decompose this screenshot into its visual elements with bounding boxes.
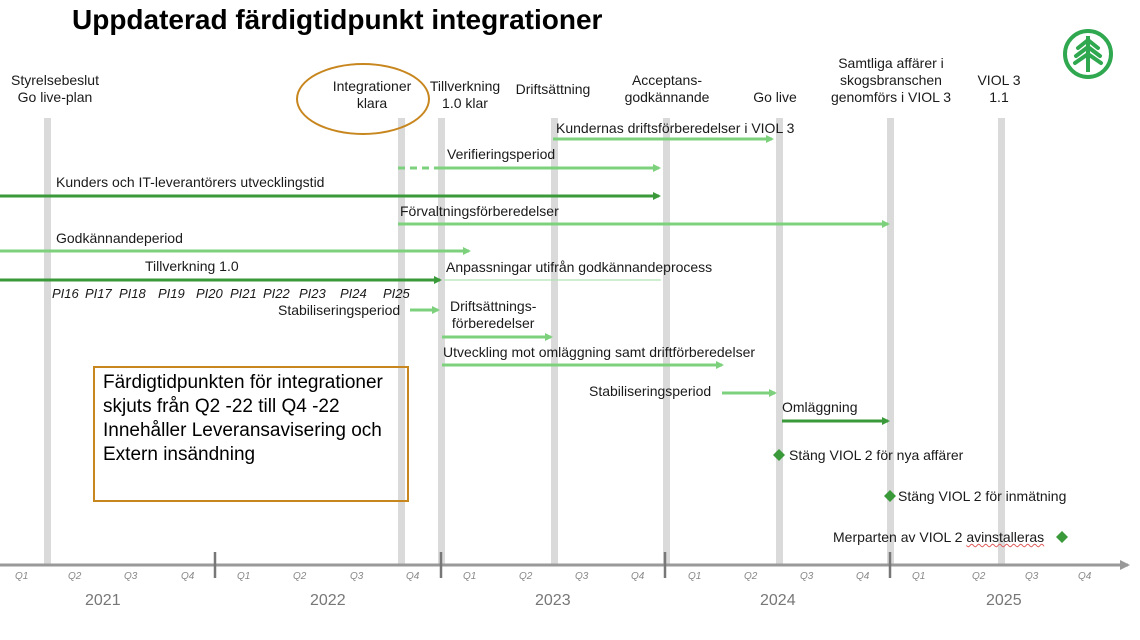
label-tillverkning: Tillverkning 1.0 <box>145 258 239 274</box>
milestone-label: Acceptans- godkännande <box>624 72 710 105</box>
milestone-label: Styrelsebeslut Go live-plan <box>11 72 99 105</box>
quarter-label: Q3 <box>800 571 814 582</box>
note-box: Färdigtidpunkten för integrationer skjut… <box>93 366 409 502</box>
milestone-line <box>44 118 51 564</box>
milestone-label: VIOL 3 1.1 <box>977 72 1021 105</box>
label-anpassningar: Anpassningar utifrån godkännandeprocess <box>446 259 713 275</box>
milestone-label: Go live <box>753 89 797 105</box>
label-stang-inmatning: Stäng VIOL 2 för inmätning <box>898 488 1067 504</box>
label-stabilisering1: Stabiliseringsperiod <box>278 302 401 318</box>
milestone-line <box>663 118 670 564</box>
pi-label: PI16 <box>52 286 79 301</box>
quarter-label: Q1 <box>463 571 477 582</box>
milestone-line <box>551 118 558 564</box>
year-label: 2023 <box>535 592 571 609</box>
year-label: 2022 <box>310 592 346 609</box>
quarter-label: Q2 <box>519 571 533 582</box>
label-forvaltning: Förvaltningsförberedelser <box>400 203 559 219</box>
highlight-circle <box>296 63 430 135</box>
milestone-label: Samtliga affärer i skogsbranschen genomf… <box>830 55 952 105</box>
quarter-label: Q2 <box>293 571 307 582</box>
quarter-label: Q3 <box>575 571 589 582</box>
label-driftsattnings: Driftsättnings- förberedelser <box>450 298 537 331</box>
quarter-label: Q2 <box>744 571 758 582</box>
quarter-label: Q4 <box>856 571 870 582</box>
diamond-merparten <box>1056 531 1068 543</box>
label-godkannande: Godkännandeperiod <box>56 230 183 246</box>
diamond-stang-nya <box>773 449 785 461</box>
quarter-label: Q4 <box>1078 571 1092 582</box>
label-verifiering: Verifieringsperiod <box>447 146 556 162</box>
pi-label: PI23 <box>299 286 326 301</box>
quarter-label: Q3 <box>350 571 364 582</box>
pi-label: PI21 <box>230 286 257 301</box>
milestone-label: Driftsättning <box>515 81 591 97</box>
quarter-label: Q3 <box>1025 571 1039 582</box>
pi-label: PI24 <box>340 286 367 301</box>
quarter-label: Q1 <box>15 571 29 582</box>
label-kunders-it: Kunders och IT-leverantörers utvecklings… <box>56 174 325 190</box>
quarter-label: Q4 <box>631 571 645 582</box>
milestone-line <box>887 118 894 564</box>
pi-label: PI19 <box>158 286 185 301</box>
quarter-label: Q1 <box>688 571 702 582</box>
milestone-line <box>998 118 1005 564</box>
tree-logo <box>1063 29 1113 79</box>
quarter-label: Q2 <box>68 571 82 582</box>
label-omlaggning: Omläggning <box>782 399 858 415</box>
label-stabilisering2: Stabiliseringsperiod <box>589 383 712 399</box>
label-merparten-word: avinstalleras <box>966 529 1045 545</box>
quarter-label: Q1 <box>237 571 251 582</box>
milestone-label: Tillverkning 1.0 klar <box>429 78 501 111</box>
milestone-line <box>398 118 405 564</box>
label-stang-nya: Stäng VIOL 2 för nya affärer <box>789 447 964 463</box>
quarter-label: Q1 <box>912 571 926 582</box>
diamond-stang-inmatning <box>884 490 896 502</box>
pi-label: PI17 <box>85 286 112 301</box>
quarter-label: Q3 <box>124 571 138 582</box>
label-kundernas: Kundernas driftsförberedelser i VIOL 3 <box>556 120 795 136</box>
quarter-label: Q4 <box>181 571 195 582</box>
year-label: 2024 <box>760 592 796 609</box>
milestone-line <box>438 118 445 564</box>
pi-label: PI22 <box>263 286 290 301</box>
quarter-label: Q4 <box>406 571 420 582</box>
year-label: 2025 <box>986 592 1022 609</box>
page-title: Uppdaterad färdigtidpunkt integrationer <box>72 4 603 35</box>
quarter-label: Q2 <box>972 571 986 582</box>
pi-label: PI25 <box>383 286 410 301</box>
milestone-line <box>776 118 783 564</box>
year-label: 2021 <box>85 592 121 609</box>
label-utveckling: Utveckling mot omläggning samt driftförb… <box>443 344 756 360</box>
pi-label: PI20 <box>196 286 223 301</box>
pi-label: PI18 <box>119 286 146 301</box>
label-merparten-prefix: Merparten av VIOL 2 <box>833 529 967 545</box>
label-merparten: Merparten av VIOL 2 avinstalleras <box>833 529 1044 546</box>
